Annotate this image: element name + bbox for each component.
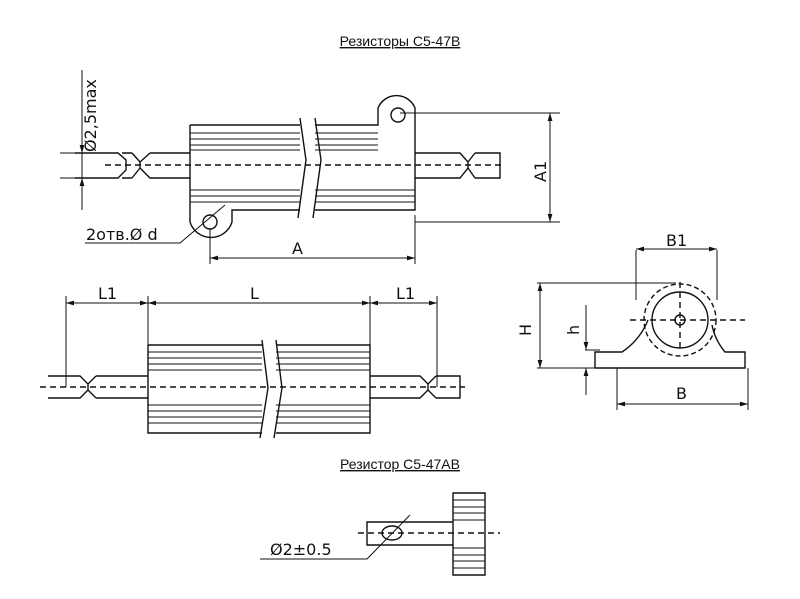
ab-pin-view: Ø2±0.5	[260, 492, 500, 576]
top-view: Ø2,5max 2отв.Ø d A A1	[60, 70, 560, 264]
dim-b1-label: B1	[666, 231, 687, 250]
main-title: Резисторы С5-47В	[340, 33, 461, 49]
dim-l1-right-label: L1	[396, 284, 415, 303]
dim-h-label: H	[516, 324, 535, 336]
dim-l1-left-label: L1	[98, 284, 117, 303]
side-view: B1 H h B	[516, 231, 749, 410]
dim-a-label: A	[292, 239, 303, 258]
dim-small-h-label: h	[564, 325, 583, 335]
dim-l-label: L	[250, 284, 259, 303]
secondary-title: Резистор С5-47АВ	[340, 456, 460, 472]
holes-label: 2отв.Ø d	[86, 225, 158, 244]
dim-b-label: B	[676, 384, 687, 403]
dim-a1-label: A1	[531, 161, 550, 182]
pin-diameter-label: Ø2±0.5	[270, 540, 332, 559]
front-view: L1 L L1	[40, 284, 465, 439]
lead-diameter-label: Ø2,5max	[81, 79, 100, 152]
